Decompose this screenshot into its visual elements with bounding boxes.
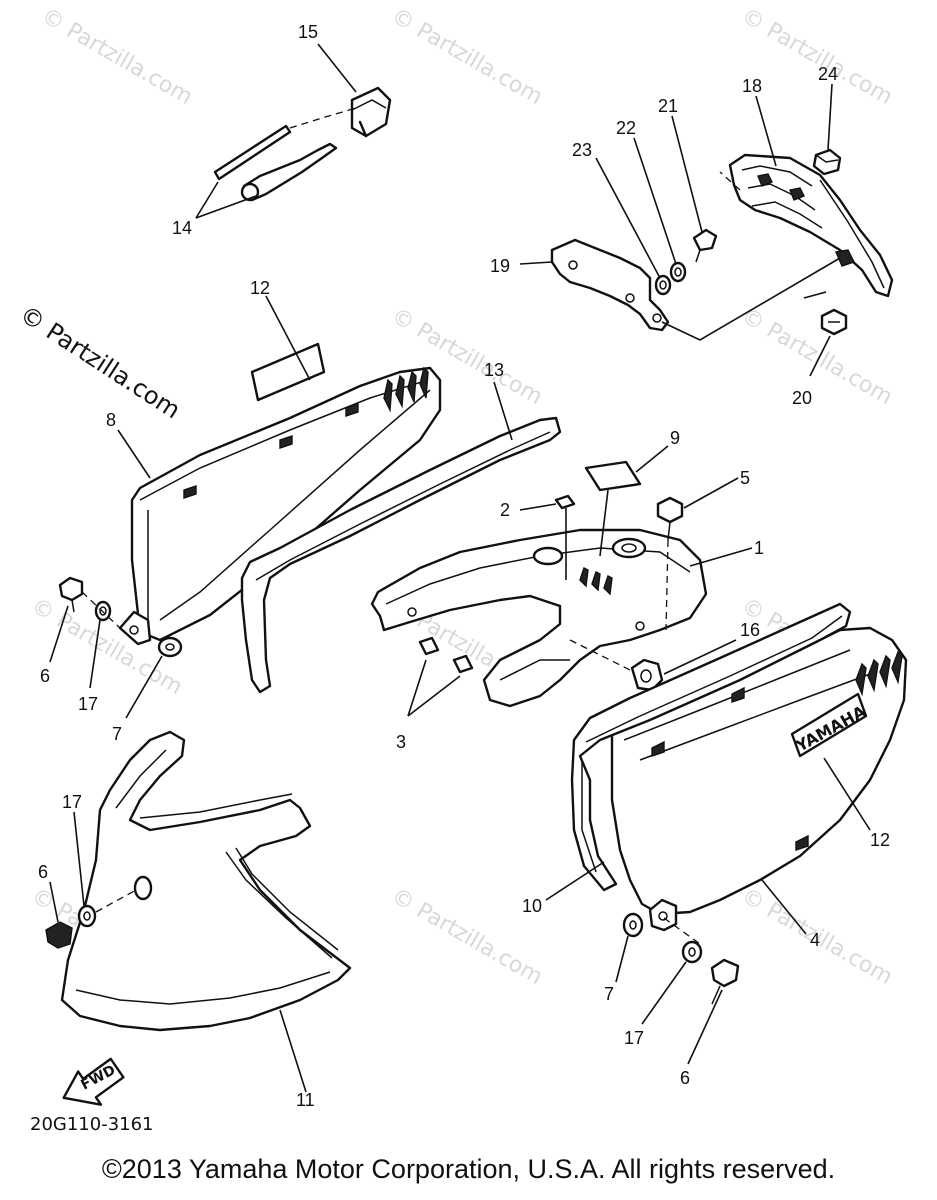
callout-10: 10 <box>522 896 542 916</box>
leader-lines-left-hardware <box>49 591 163 719</box>
callout-17-left: 17 <box>78 694 98 714</box>
part-screw-5 <box>656 477 739 631</box>
part-front-cover-11 <box>45 730 352 1032</box>
callout-17-front: 17 <box>62 792 82 812</box>
callout-13: 13 <box>484 360 504 380</box>
part-bracket-19 <box>550 238 670 332</box>
leader-lines-top-left <box>195 43 357 219</box>
callout-7-left: 7 <box>112 724 122 744</box>
part-washer-23 <box>654 274 672 296</box>
watermark: © Partzilla.com <box>37 4 197 111</box>
leader-lines-right-hardware <box>615 917 723 1065</box>
part-screw-20 <box>820 308 848 336</box>
callout-1: 1 <box>754 538 764 558</box>
part-bolt-6-right <box>710 958 740 1005</box>
callout-6-front: 6 <box>38 862 48 882</box>
callout-18: 18 <box>742 76 762 96</box>
callout-12-right: 12 <box>870 830 890 850</box>
callout-4: 4 <box>810 930 820 950</box>
dashed-assembly-lines-top-right <box>661 171 841 341</box>
callout-23: 23 <box>572 140 592 160</box>
leader-line-8 <box>117 429 151 479</box>
part-washer-22 <box>669 261 687 283</box>
fwd-arrow-icon: FWD <box>62 1057 125 1106</box>
callout-6-left: 6 <box>40 666 50 686</box>
callout-6-right: 6 <box>680 1068 690 1088</box>
watermark: © Partzilla.com <box>737 304 897 411</box>
part-pin-and-bolt-14 <box>213 107 357 202</box>
copyright-footer: ©2013 Yamaha Motor Corporation, U.S.A. A… <box>101 1154 836 1184</box>
part-decal-12-top <box>250 295 326 402</box>
callout-12-top: 12 <box>250 278 270 298</box>
watermark: © Partzilla.com <box>387 4 547 111</box>
callout-20: 20 <box>792 388 812 408</box>
callout-21: 21 <box>658 96 678 116</box>
callout-24: 24 <box>818 64 838 84</box>
part-bolt-6-left <box>58 576 84 613</box>
callout-15: 15 <box>298 22 318 42</box>
part-clips-3 <box>407 636 474 717</box>
leader-lines-front-cover <box>49 811 307 1093</box>
callout-2: 2 <box>500 500 510 520</box>
callout-9: 9 <box>670 428 680 448</box>
callout-labels: 15 14 24 18 21 22 23 19 20 12 13 8 9 2 5… <box>38 22 890 1110</box>
part-grommet-7-left <box>157 636 183 658</box>
part-washer-17-front <box>77 904 97 928</box>
callout-19: 19 <box>490 256 510 276</box>
part-center-base-1 <box>370 528 708 708</box>
leader-line-1 <box>565 489 753 580</box>
part-side-cover-8 <box>118 366 442 646</box>
part-connector-15 <box>350 86 392 138</box>
part-grommet-7-right <box>622 912 644 938</box>
part-seal-strip-10 <box>570 602 852 892</box>
part-nut-24 <box>812 148 842 176</box>
part-bolt-21 <box>692 228 718 263</box>
callout-5: 5 <box>740 468 750 488</box>
callout-8: 8 <box>106 410 116 430</box>
callout-14: 14 <box>172 218 192 238</box>
callout-17-right: 17 <box>624 1028 644 1048</box>
callout-11: 11 <box>296 1090 315 1110</box>
leader-lines-right-cover <box>545 757 871 935</box>
diagram-code: 20G110-3161 <box>30 1114 154 1135</box>
part-small-decal-2 <box>519 494 576 511</box>
callout-7-right: 7 <box>604 984 614 1004</box>
callout-16: 16 <box>740 620 760 640</box>
callout-3: 3 <box>396 732 406 752</box>
part-washer-17-right <box>681 940 703 964</box>
part-decal-9 <box>584 445 669 492</box>
part-grommet-16 <box>569 639 737 692</box>
part-rear-cover-18 <box>728 153 894 298</box>
leader-lines-top-right <box>519 83 833 377</box>
callout-22: 22 <box>616 118 636 138</box>
part-seal-strip-13 <box>240 381 562 694</box>
